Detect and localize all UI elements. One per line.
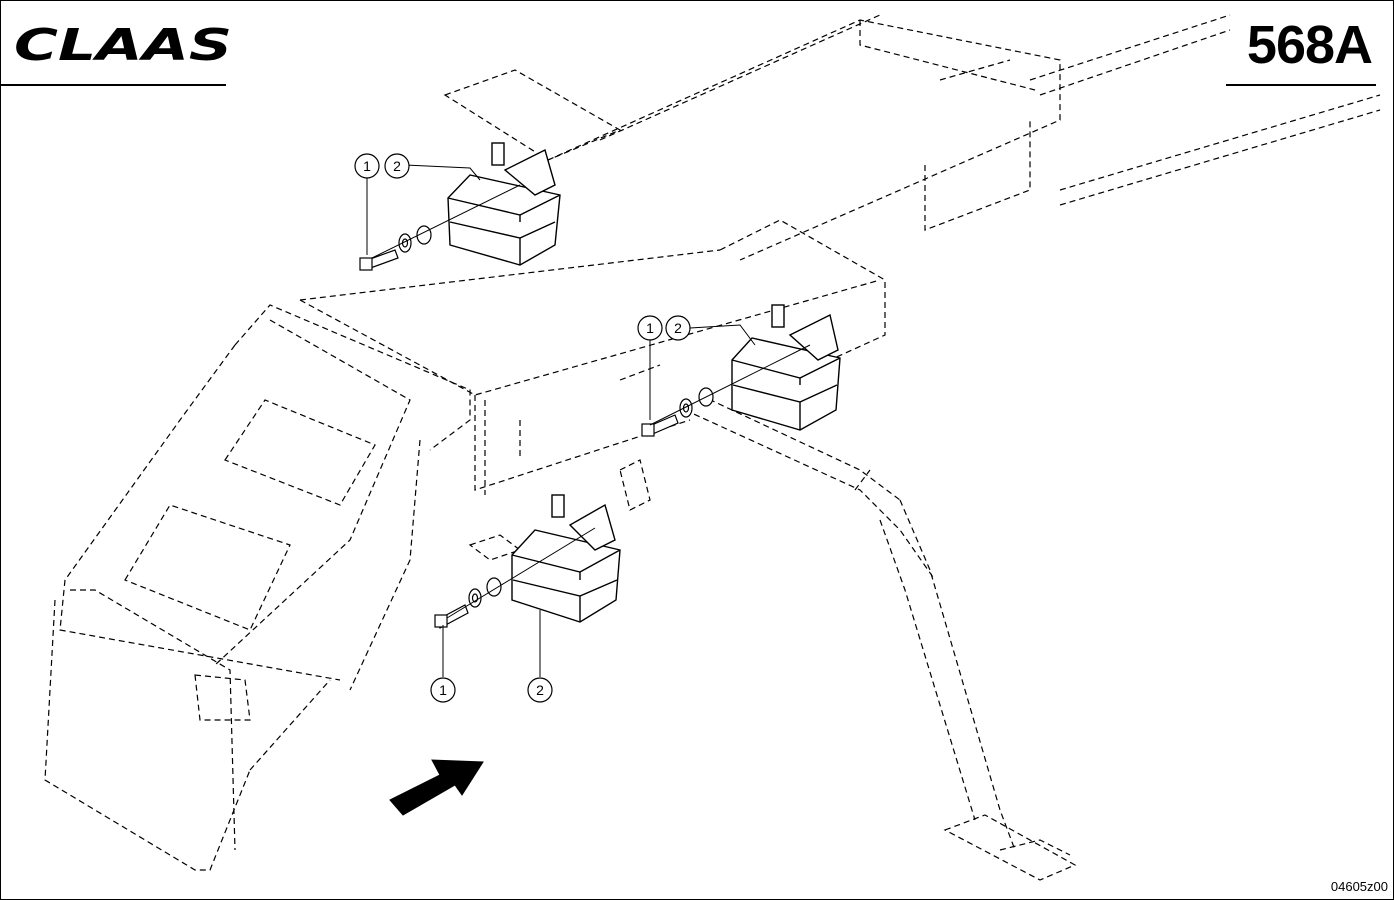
frame-outline <box>44 14 1381 881</box>
drawing-code: 04605z00 <box>1330 879 1388 894</box>
callout-label: 1 <box>363 158 371 174</box>
direction-arrow-icon <box>389 759 484 816</box>
brand-logo-text: CLAAS <box>14 22 232 66</box>
weight-box-middle <box>731 304 841 431</box>
callout-2-middle: 2 <box>665 315 691 341</box>
callout-2-upper: 2 <box>384 153 410 179</box>
callout-1-lower: 1 <box>430 677 456 703</box>
callout-label: 1 <box>646 320 654 336</box>
page-number-rule <box>1226 84 1376 86</box>
weight-box-upper <box>447 142 561 266</box>
weight-box-lower <box>511 494 621 623</box>
callout-label: 1 <box>439 682 447 698</box>
callout-label: 2 <box>536 682 544 698</box>
page-number: 568A <box>1246 15 1373 75</box>
callouts: 1 2 1 2 1 2 <box>354 153 691 703</box>
callout-1-upper: 1 <box>354 153 380 179</box>
callout-label: 2 <box>393 158 401 174</box>
callout-label: 2 <box>674 320 682 336</box>
logo-rule <box>0 84 226 86</box>
callout-1-middle: 1 <box>637 315 663 341</box>
assembly-lines <box>366 164 811 677</box>
callout-2-lower: 2 <box>527 677 553 703</box>
claas-logo: CLAAS <box>14 22 232 66</box>
